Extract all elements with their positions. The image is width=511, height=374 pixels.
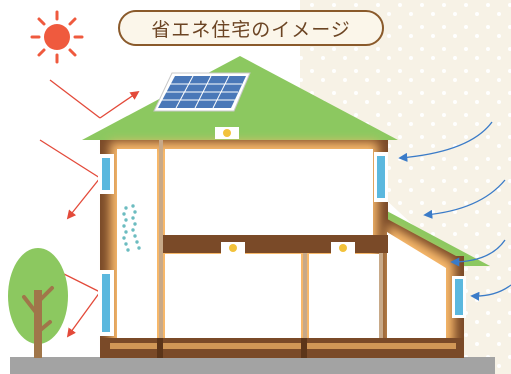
tree-icon (8, 248, 68, 358)
sun-icon (30, 10, 84, 64)
window-left-lower (98, 270, 114, 336)
ceiling-light-icon (215, 127, 355, 254)
window-annex (452, 276, 466, 318)
window-left-upper (98, 154, 114, 194)
air-flow-dots (122, 204, 141, 252)
ground (10, 357, 495, 374)
sun-ray-arrows (39, 79, 140, 338)
solar-panel-icon (153, 72, 251, 112)
windows (98, 152, 466, 336)
cold-wind-arrows (398, 121, 511, 301)
page-title: 省エネ住宅のイメージ (118, 10, 384, 46)
window-right-upper (374, 152, 388, 202)
